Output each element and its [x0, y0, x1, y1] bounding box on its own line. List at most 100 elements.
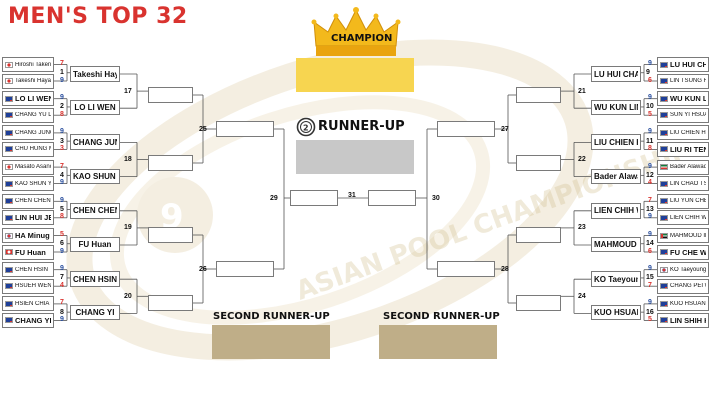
player-name: CHANG JUNG LING — [15, 129, 51, 136]
match-number: 21 — [578, 87, 586, 95]
match-score: 6 — [648, 76, 652, 84]
player-name: MAHMOUD IBRAHIM CHARIF — [594, 240, 638, 249]
flag-tw-icon — [660, 283, 668, 290]
match-score: 9 — [648, 299, 652, 307]
right-r32-player: LU HUI CHAN — [657, 57, 709, 72]
right-qf-slot-1 — [516, 87, 561, 103]
right-r16-player: Bader Alawadhi — [591, 168, 641, 184]
match-number: 31 — [348, 192, 356, 199]
runner-up-label: RUNNER-UP — [318, 119, 405, 134]
player-name: KUO HSUAN WEI — [670, 300, 706, 307]
left-qf-slot-2 — [148, 155, 193, 171]
right-r32-player: Bader Alawadhi — [657, 159, 709, 175]
match-number: 10 — [646, 103, 654, 111]
flag-tw-icon — [660, 317, 668, 324]
left-qf-slot-4 — [148, 295, 193, 311]
flag-jp-icon — [5, 164, 13, 171]
match-score: 9 — [60, 76, 64, 84]
flag-tw-icon — [660, 249, 668, 255]
left-r16-player: Takeshi Hayashi — [70, 66, 120, 82]
right-r16-player: LU HUI CHAN — [591, 66, 641, 82]
right-qf-slot-4 — [516, 295, 561, 311]
match-number: 8 — [60, 308, 64, 316]
match-number: 9 — [646, 69, 650, 77]
player-name: CHANG PEI WEI — [670, 283, 706, 290]
flag-tw-icon — [5, 198, 13, 205]
left-qf-slot-3 — [148, 227, 193, 243]
left-r16-player: CHANG JUNG LING — [70, 134, 120, 151]
right-final-slot — [368, 190, 416, 206]
left-r32-player: CHANG YI — [2, 312, 54, 328]
left-r32-player: Hiroshi Takenaka — [2, 57, 54, 72]
match-number: 17 — [124, 87, 132, 95]
svg-text:2: 2 — [303, 124, 309, 133]
right-qf-slot-3 — [516, 227, 561, 243]
match-score: 9 — [648, 213, 652, 221]
match-score: 5 — [60, 231, 64, 238]
flag-tw-icon — [660, 198, 668, 205]
player-name: WU KUN LIN — [594, 103, 638, 113]
match-number: 28 — [501, 265, 509, 273]
second-runner-up-left-box — [212, 325, 330, 359]
player-name: FU CHE WEI — [670, 247, 706, 257]
match-score: 6 — [648, 247, 652, 255]
match-score: 9 — [648, 162, 652, 170]
flag-tw-icon — [5, 317, 13, 324]
left-r16-player: LO LI WEN — [70, 100, 120, 116]
flag-tw-icon — [660, 129, 668, 136]
match-score: 7 — [60, 60, 64, 67]
flag-tw-icon — [5, 266, 13, 273]
player-name: LIN TSUNG HAN — [670, 78, 706, 84]
player-name: LO LI WEN — [15, 94, 51, 104]
player-name: LIEN CHIH WEI — [670, 214, 706, 221]
left-r32-player: CHEN HSIN TING — [2, 262, 54, 278]
left-sf-slot-2 — [216, 261, 274, 277]
match-score: 7 — [60, 162, 64, 170]
player-name: LIN CHAO TSE — [670, 180, 706, 187]
right-r32-player: LIU CHIEN HUNG — [657, 125, 709, 141]
player-name: LIN HUI JEN — [15, 213, 51, 223]
right-r32-player: LIU YUN CHENG — [657, 193, 709, 209]
page-title: MEN'S TOP 32 — [8, 4, 188, 29]
player-name: KAO SHUN YANG — [15, 180, 51, 187]
flag-tw-icon — [660, 61, 668, 68]
player-name: KUO HSUAN WEI — [594, 308, 638, 318]
match-number: 12 — [646, 171, 654, 179]
match-number: 3 — [60, 137, 64, 145]
left-r32-player: Masato Asano — [2, 159, 54, 175]
flag-jp-icon — [5, 78, 13, 84]
match-score: 9 — [60, 265, 64, 273]
match-score: 9 — [60, 315, 64, 323]
player-name: LU HUI CHAN — [670, 60, 706, 69]
match-number: 13 — [646, 206, 654, 214]
player-name: KO Taeyoung — [594, 274, 638, 284]
flag-tw-icon — [660, 78, 668, 84]
match-number: 30 — [432, 194, 440, 202]
player-name: LO LI WEN — [74, 103, 116, 113]
player-name: LIN SHIH KAI — [670, 315, 706, 325]
player-name: CHANG JUNG LING — [73, 137, 117, 147]
match-score: 4 — [648, 179, 652, 187]
match-number: 4 — [60, 171, 64, 179]
flag-tw-icon — [660, 95, 668, 102]
flag-tw-icon — [660, 214, 668, 221]
player-name: MAHMOUD IBRAHIM CHARIF — [670, 232, 706, 239]
flag-tw-icon — [5, 129, 13, 136]
match-number: 18 — [124, 156, 132, 163]
flag-ae-icon — [660, 232, 668, 239]
left-r32-player: LIN HUI JEN — [2, 210, 54, 226]
flag-tw-icon — [5, 180, 13, 187]
right-r16-player: MAHMOUD IBRAHIM CHARIF — [591, 237, 641, 252]
left-r32-player: HSIEN CHIA CHEN — [2, 296, 54, 312]
match-number: 27 — [501, 125, 509, 133]
match-score: 9 — [60, 247, 64, 255]
left-final-slot — [290, 190, 338, 206]
match-score: 9 — [60, 179, 64, 187]
match-score: 9 — [648, 265, 652, 273]
player-name: CHANG YU LUNG — [15, 112, 51, 119]
match-number: 15 — [646, 274, 654, 282]
left-r32-player: HSUEH WEN CHANG — [2, 278, 54, 294]
right-r32-player: LIEN CHIH WEI — [657, 210, 709, 226]
runner-up-box — [296, 140, 414, 174]
